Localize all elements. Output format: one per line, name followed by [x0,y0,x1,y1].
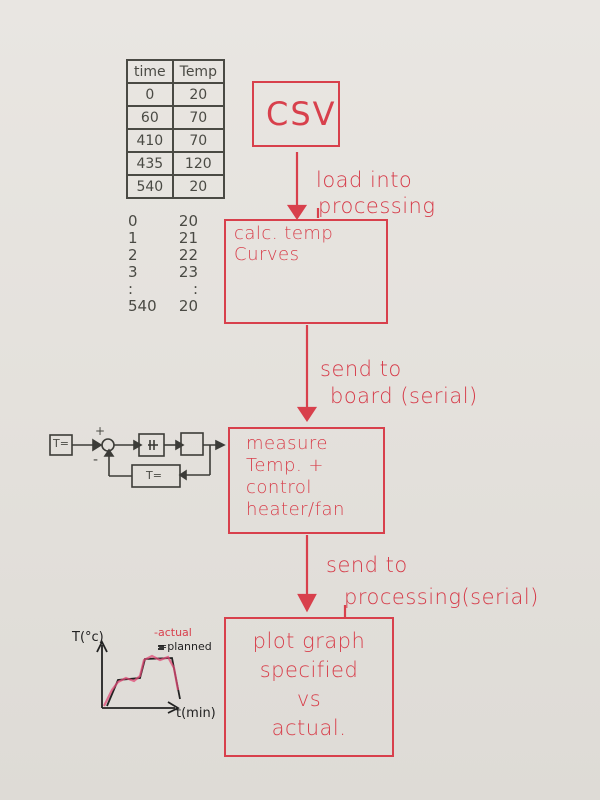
csv-cell: 20 [171,174,225,199]
edge-label-board-line1: send to [320,357,402,381]
calc-box-line1: calc. temp [234,223,334,244]
measure-box-line2: Temp. + [246,455,324,476]
csv-cell: 70 [171,128,225,153]
measure-control-box: measure Temp. + control heater/fan [228,427,385,534]
seq-temp: 20 [178,297,198,315]
actual-curve [103,654,180,707]
measure-box-line1: measure [246,433,329,454]
seq-time: 3 [128,263,138,281]
plot-box-line2: specified [259,658,359,682]
minus-sign: - [93,452,99,468]
plot-box-line4: actual. [271,716,347,740]
legend-planned: =planned [158,640,212,653]
edge-label-board-line2: board (serial) [330,384,478,408]
measure-box-line4: heater/fan [246,499,345,520]
csv-cell: 540 [126,174,174,199]
csv-cell: 120 [171,151,225,176]
seq-time: 0 [128,212,138,230]
seq-temp: : [192,280,198,298]
seq-temp: 21 [178,229,198,247]
control-loop-diagram [49,432,226,488]
csv-header-temp: Temp [171,59,225,84]
edge-label-processing-line2: processing(serial) [344,585,539,609]
seq-temp: 23 [178,263,198,281]
summing-junction [101,438,115,452]
csv-cell: 20 [171,82,225,107]
list-item: 540 20 [128,298,198,315]
seq-time: 540 [128,297,157,315]
csv-cell: 70 [171,105,225,130]
list-item: 3 23 [128,264,198,281]
csv-cell: 0 [126,82,174,107]
calc-box-line2: Curves [234,244,300,265]
list-item: 0 20 [128,213,198,230]
measure-box-line3: control [246,477,312,498]
arrowhead-icon [297,593,317,613]
arrowhead-icon [296,406,318,422]
plot-box-line3: vs [296,687,322,711]
edge-label-load-line2: processing [318,194,436,218]
edge-label-load-line1: load into [316,168,413,192]
csv-cell: 60 [126,105,174,130]
arrowhead-icon [286,204,308,220]
csv-box-label: CSV [266,95,337,133]
csv-header-time: time [126,59,174,84]
seq-temp: 22 [178,246,198,264]
csv-box: CSV [252,81,340,147]
graph-x-label: t(min) [176,706,216,721]
edge-label-processing-line1: send to [326,553,408,577]
mini-graph [96,639,181,714]
legend-actual: -actual [154,626,192,639]
plot-graph-box: plot graph specified vs actual. [224,617,394,757]
plant-block [180,432,204,456]
plus-sign: + [95,424,106,438]
seq-time: 1 [128,229,138,247]
sensor-label: T= [146,469,162,482]
list-item: 1 21 [128,230,198,247]
graph-y-label: T(°c) [72,630,104,645]
plot-box-line1: plot graph [252,629,366,653]
seq-time: 2 [128,246,138,264]
seq-temp: 20 [178,212,198,230]
seq-time: : [128,280,134,298]
csv-cell: 410 [126,128,174,153]
setpoint-label: T= [53,437,69,450]
calc-curves-box: calc. temp Curves [224,219,388,324]
csv-cell: 435 [126,151,174,176]
list-item: :: [128,281,198,298]
